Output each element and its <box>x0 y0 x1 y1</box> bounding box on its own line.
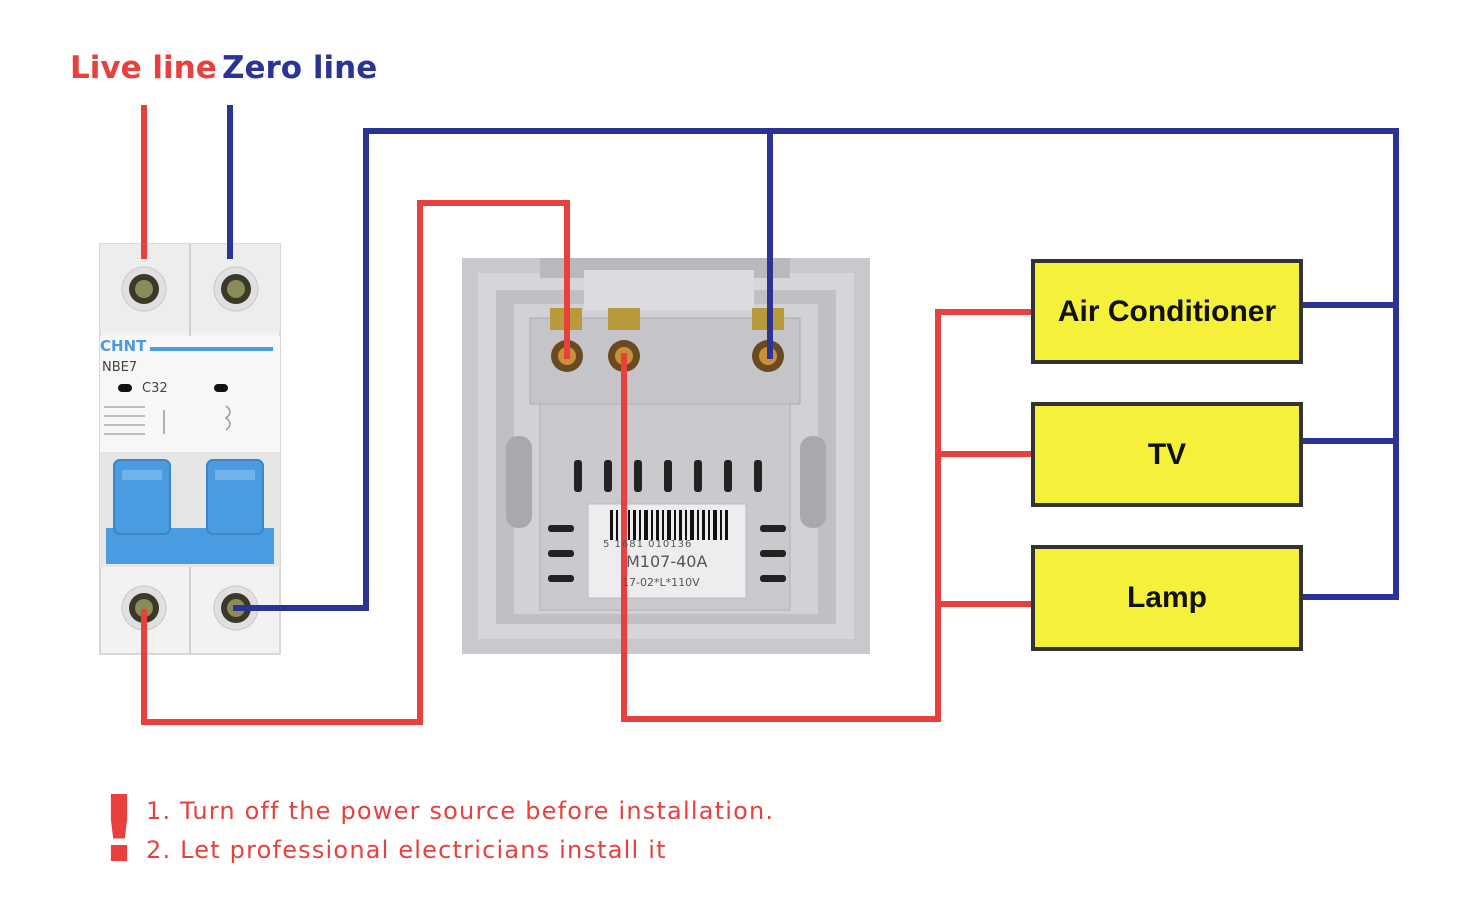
device-air-conditioner: Air Conditioner <box>1031 259 1303 364</box>
switch-date-spec: 17-02*L*110V <box>622 576 700 589</box>
live-to-switch-wire <box>141 200 570 725</box>
live-line-label: Live line <box>70 50 217 86</box>
breaker-model: NBE7 <box>102 360 138 375</box>
breaker-brand: CHNT <box>100 337 147 355</box>
wall-switch-back <box>462 258 870 654</box>
warning-note-1: 1. Turn off the power source before inst… <box>146 797 775 825</box>
device-lamp: Lamp <box>1031 545 1303 651</box>
zero-line-label: Zero line <box>222 50 378 86</box>
warning-icon: ! <box>98 776 140 883</box>
warning-note-2: 2. Let professional electricians install… <box>146 836 667 864</box>
circuit-breaker <box>99 243 281 655</box>
switch-load-wire <box>621 309 1033 722</box>
wires <box>141 105 1399 725</box>
zero-bus-wire <box>233 128 1399 611</box>
device-tv: TV <box>1031 402 1303 507</box>
barcode-number: 5 1681 010136 <box>603 539 693 550</box>
breaker-rating: C32 <box>142 381 168 396</box>
barcode <box>610 510 728 540</box>
switch-model: M107-40A <box>626 552 708 571</box>
